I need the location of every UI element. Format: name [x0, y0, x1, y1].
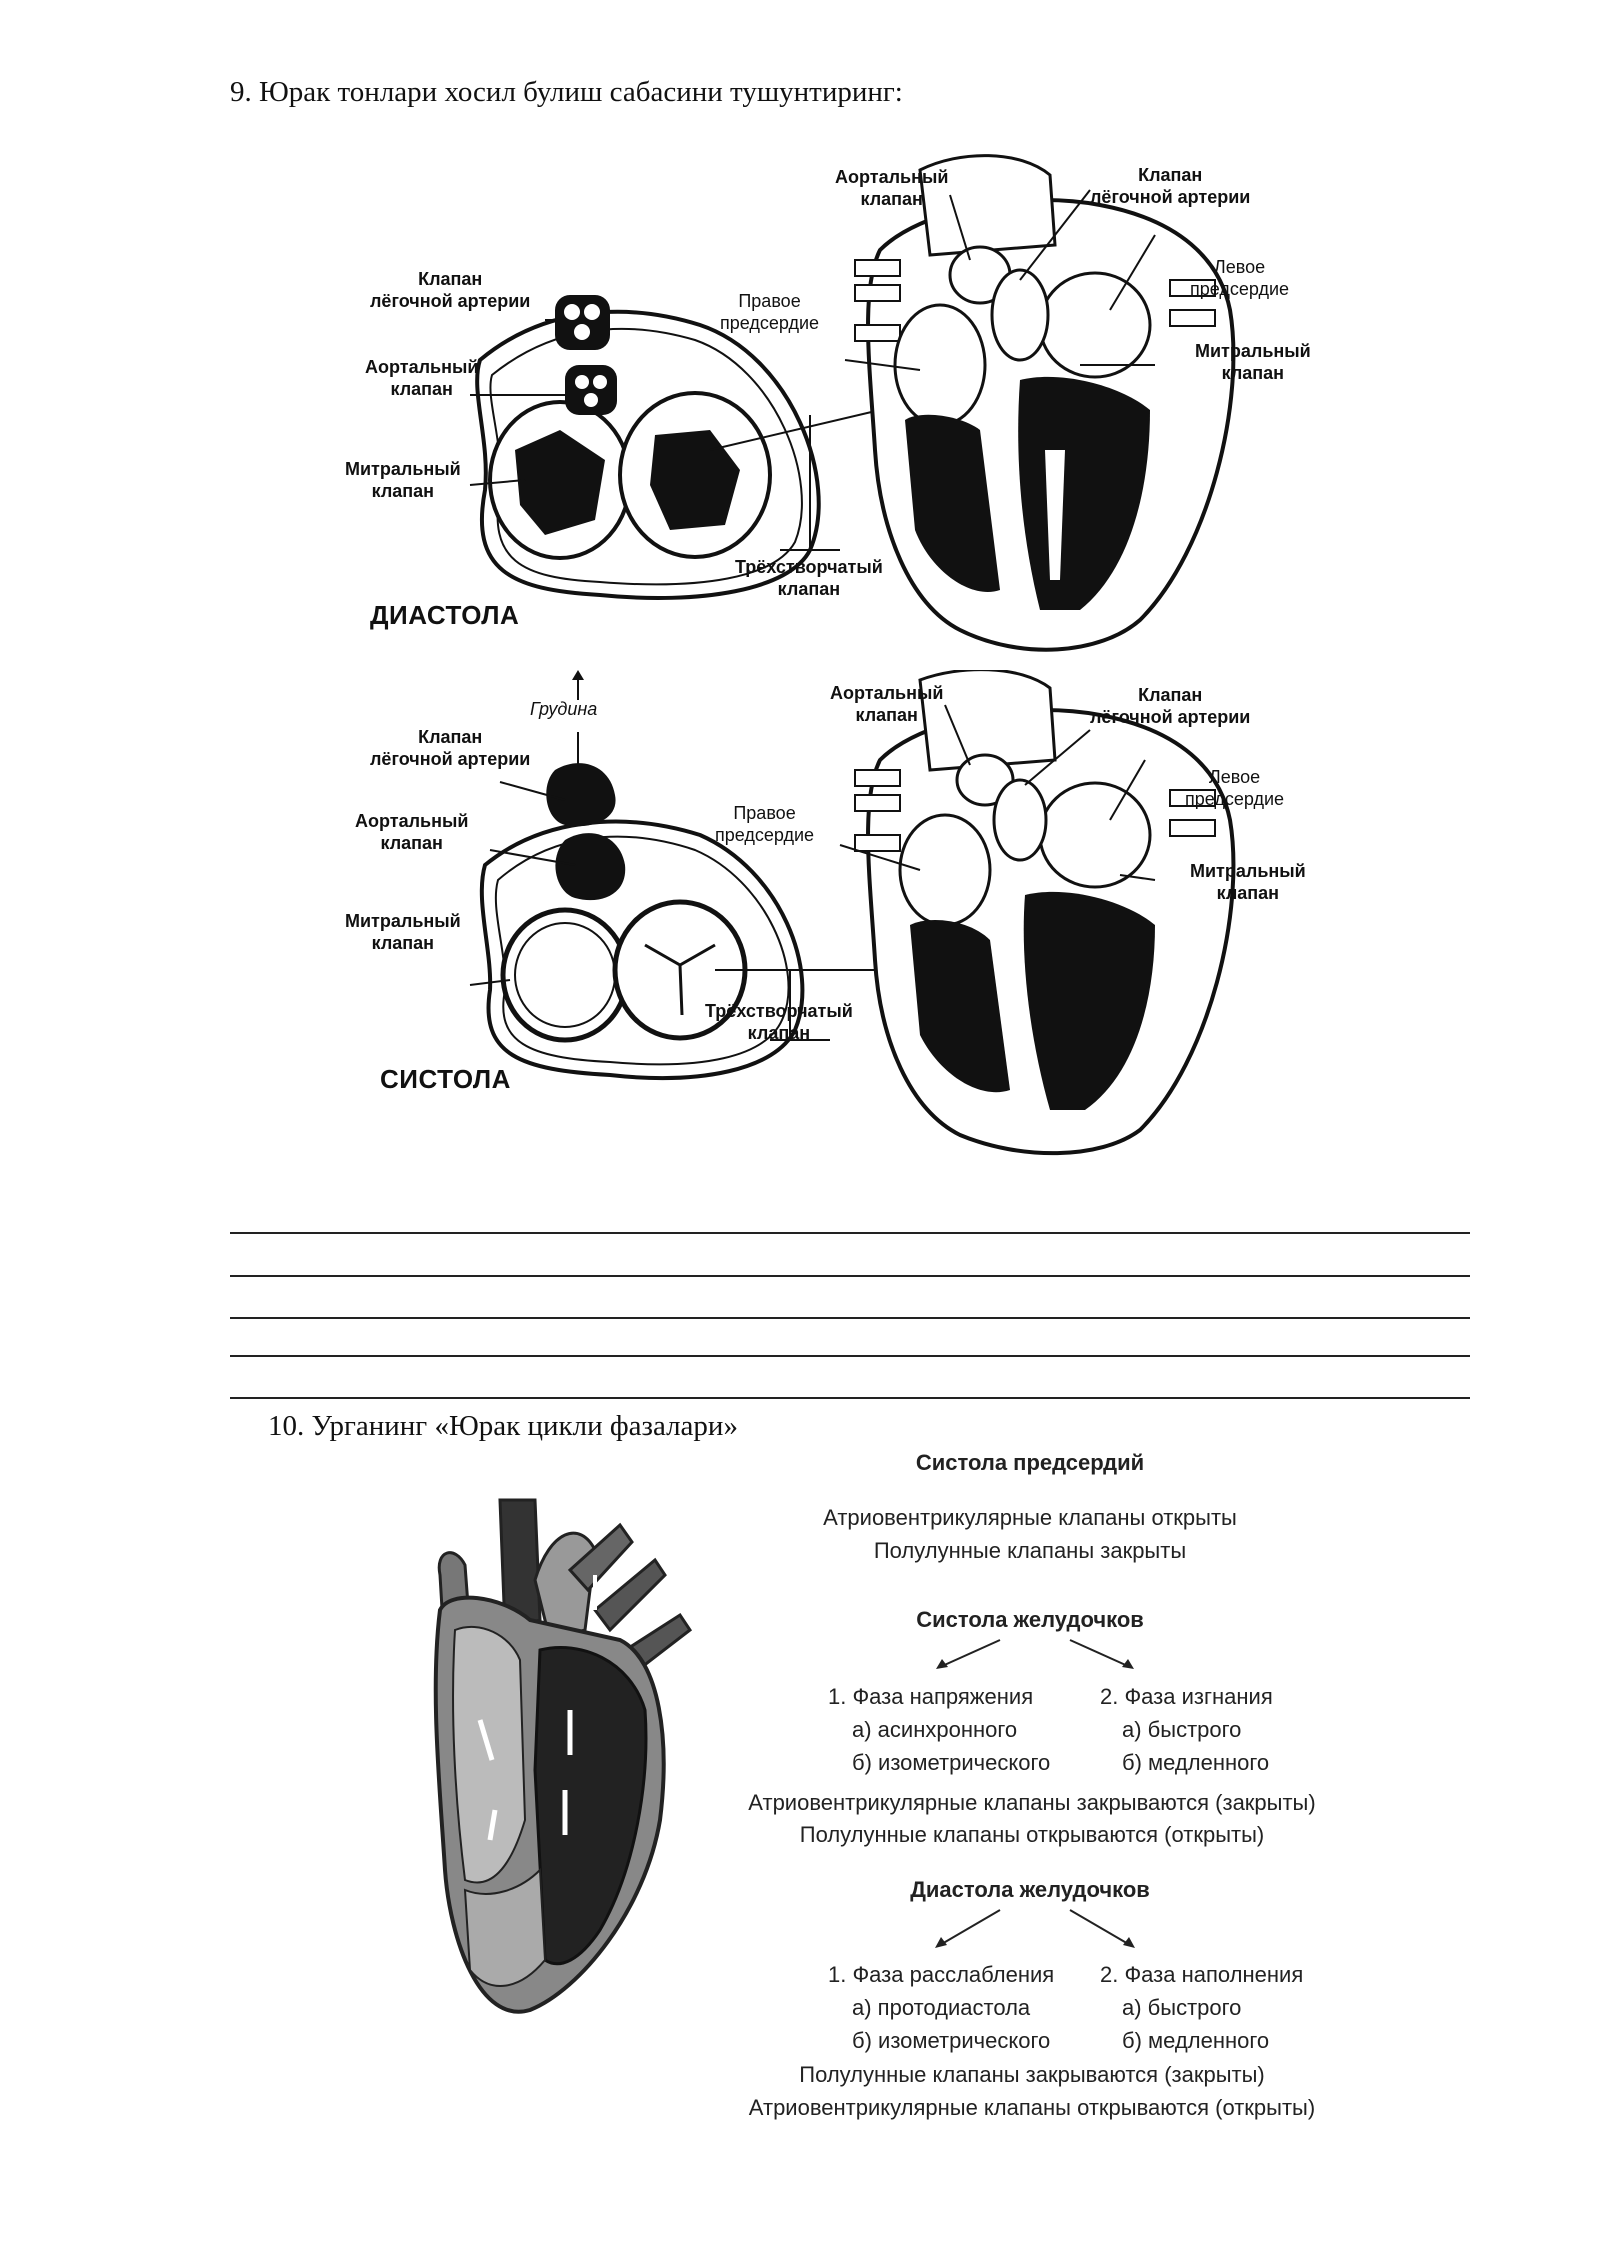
ventricular-diastole-heading: Диастола желудочков [910, 1877, 1150, 1902]
heart-diagram [433, 1498, 693, 2014]
phase-filling: 2. Фаза наполнения [1100, 1962, 1304, 1987]
systole-state-label: СИСТОЛА [380, 1064, 511, 1094]
semilunar-valves-closing: Полулунные клапаны закрываются (закрыты) [799, 2062, 1265, 2087]
question-10-title: 10. Урганинг «Юрак цикли фазалари» [268, 1410, 738, 1442]
ejection-fast: а) быстрого [1122, 1717, 1242, 1742]
answer-line [230, 1397, 1470, 1399]
av-valves-closing: Атриовентрикулярные клапаны закрываются … [748, 1790, 1316, 1815]
tension-isometric: б) изометрического [852, 1750, 1051, 1775]
semilunar-valves-closed: Полулунные клапаны закрыты [873, 1538, 1187, 1563]
diastole-valve-cross-section [469, 295, 881, 600]
systole-branch-arrows [936, 1639, 1134, 1669]
semilunar-valves-opening: Полулунные клапаны открываются (открыты) [799, 1822, 1265, 1847]
ejection-slow: б) медленного [1122, 1750, 1270, 1775]
atrial-systole-heading: Систола предсердий [915, 1450, 1145, 1475]
systole-heart-section [839, 668, 1236, 1156]
ventricular-systole-heading: Систола желудочков [916, 1607, 1144, 1632]
tension-asynchronous: а) асинхронного [852, 1717, 1018, 1742]
phase-relaxation: 1. Фаза расслабления [828, 1962, 1055, 1987]
systole-illustration [469, 668, 1236, 1156]
av-valves-open: Атриовентрикулярные клапаны открыты [823, 1505, 1237, 1530]
answer-line [230, 1317, 1470, 1319]
answer-line [230, 1232, 1470, 1234]
question-9-title: 9. Юрак тонлари хосил булиш сабасини туш… [230, 76, 903, 108]
filling-fast: а) быстрого [1122, 1995, 1242, 2020]
heart-cycle-illustration [420, 1490, 760, 2030]
phase-ejection: 2. Фаза изгнания [1100, 1684, 1273, 1709]
relaxation-isometric: б) изометрического [852, 2028, 1051, 2053]
answer-line [230, 1275, 1470, 1277]
systole-valve-cross-section [469, 670, 880, 1080]
label-sternum: Грудина [530, 699, 598, 719]
diastole-heart-section [844, 154, 1236, 652]
phase-tension: 1. Фаза напряжения [828, 1684, 1034, 1709]
answer-line [230, 1355, 1470, 1357]
filling-slow: б) медленного [1122, 2028, 1270, 2053]
diastole-state-label: ДИАСТОЛА [370, 600, 520, 630]
diastole-branch-arrows [935, 1909, 1135, 1948]
relaxation-protodiastole: а) протодиастола [852, 1995, 1031, 2020]
av-valves-opening: Атриовентрикулярные клапаны открываются … [748, 2095, 1316, 2120]
diastole-illustration [469, 154, 1236, 652]
